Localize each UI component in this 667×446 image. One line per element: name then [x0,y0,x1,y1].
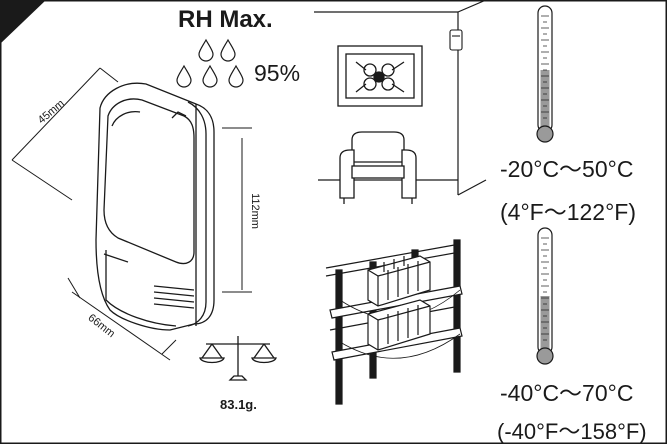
temp-range-celsius-2: -40°C～70°C [500,380,634,406]
thermometer-icon [536,5,554,143]
motion-sensor-device [95,82,215,331]
warehouse-shelf-icon [325,239,463,405]
wall-sensor-icon [449,29,463,51]
thermometer-icon [536,227,554,365]
water-drops-icon [176,38,244,88]
temp-range-fahrenheit-2: (-40°F～158°F) [497,419,647,444]
armchair-icon [339,131,417,204]
scale-icon [199,336,277,381]
temp-range-fahrenheit-1: (4°F～122°F) [500,199,636,225]
corner-tab [0,0,46,44]
weight-label: 83.1g. [220,397,257,412]
humidity-title: RH Max. [178,6,273,33]
picture-frame-icon [337,45,423,107]
humidity-value: 95% [254,60,301,86]
dimension-lines [11,67,252,361]
temp-range-celsius-1: -20°C～50°C [500,156,634,182]
height-dimension-label: 112mm [248,193,261,229]
